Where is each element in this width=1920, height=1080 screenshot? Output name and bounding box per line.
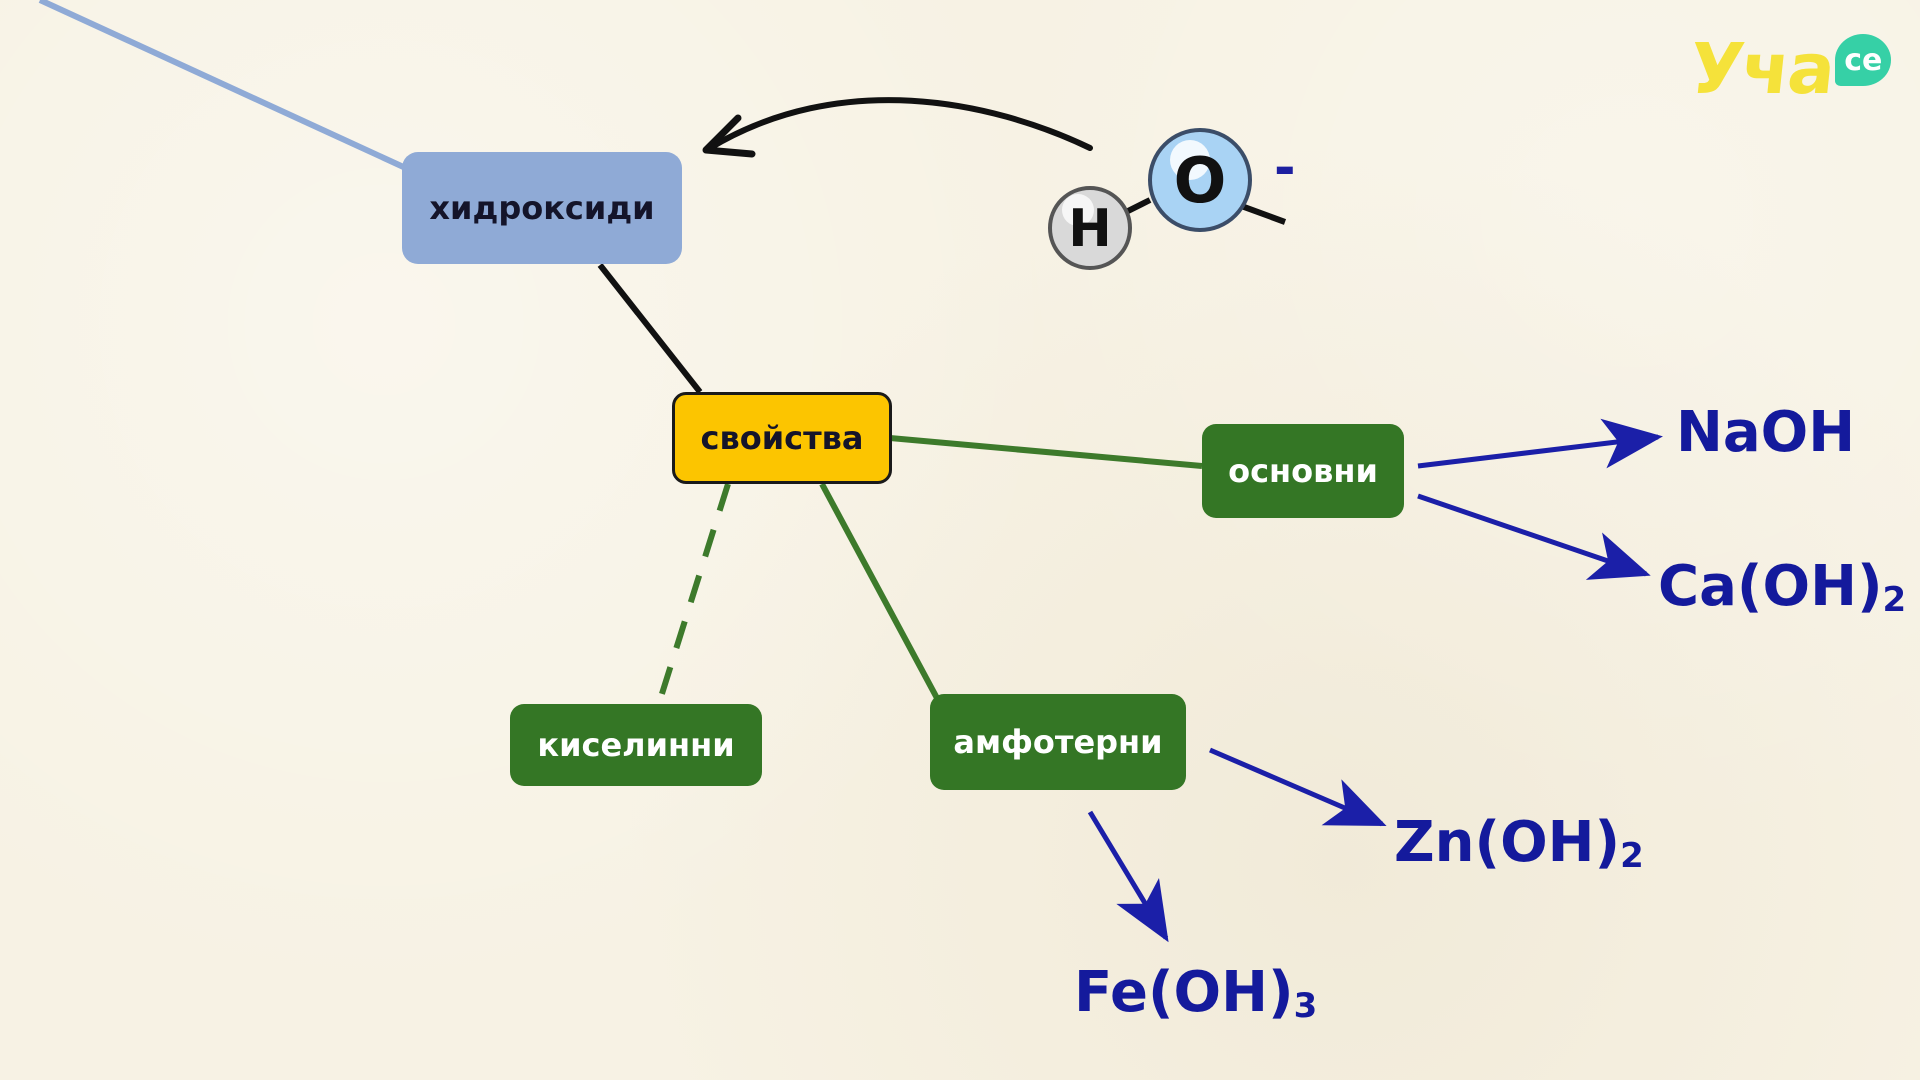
hydroxides-properties-line: [597, 263, 703, 394]
arrow-to-caoh2: [1417, 493, 1651, 580]
logo-text: Уча: [1685, 28, 1838, 110]
formula-caoh2-main: Ca(OH): [1658, 554, 1883, 619]
arrow-to-naoh: [1417, 418, 1663, 469]
formula-feoh3-main: Fe(OH): [1074, 960, 1294, 1025]
brand-logo: Уча се: [1686, 28, 1892, 110]
oxygen-symbol: O: [1174, 144, 1227, 217]
properties-node: свойства: [672, 392, 892, 484]
basic-node: основни: [1202, 424, 1404, 518]
formula-naoh: NaOH: [1676, 400, 1855, 466]
acidic-node: киселинни: [510, 704, 762, 786]
formula-znoh2-main: Zn(OH): [1394, 810, 1621, 875]
properties-acidic-dashed-line: [657, 483, 731, 701]
hydrogen-symbol: H: [1068, 199, 1112, 259]
hydroxides-node: хидроксиди: [402, 152, 682, 264]
hydrogen-atom: [1048, 186, 1132, 270]
parent-link-line: [38, 0, 412, 173]
curved-arrow-head: [702, 114, 756, 158]
formula-feoh3: Fe(OH)3: [1074, 960, 1317, 1026]
formula-naoh-main: NaOH: [1676, 400, 1856, 465]
ion-charge-label: -: [1274, 138, 1296, 198]
logo-badge: се: [1835, 34, 1892, 86]
arrow-to-znoh2: [1209, 747, 1387, 827]
formula-feoh3-sub: 3: [1293, 986, 1318, 1026]
oxygen-atom: [1148, 128, 1252, 232]
formula-znoh2: Zn(OH)2: [1394, 810, 1644, 876]
amphoteric-node: амфотерни: [930, 694, 1186, 790]
formula-znoh2-sub: 2: [1620, 836, 1644, 876]
formula-caoh2-sub: 2: [1882, 580, 1907, 620]
curved-black-arrow: [707, 97, 1093, 151]
properties-amphoteric-line: [819, 482, 941, 702]
formula-caoh2: Ca(OH)2: [1658, 554, 1906, 620]
arrow-to-feoh3: [1087, 810, 1169, 943]
properties-basic-line: [889, 435, 1203, 469]
